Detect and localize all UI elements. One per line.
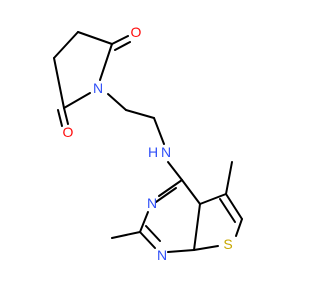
- bond-c4-n3-b: [155, 187, 177, 203]
- bond-c2-n-imide: [99, 43, 113, 81]
- bond-c5-n-imide: [63, 92, 91, 109]
- oxygen-atom-label: O: [131, 24, 142, 40]
- atom-label-layer: O O N N H N N S: [63, 24, 233, 263]
- bond-c2-n1-a: [139, 231, 156, 249]
- bond-layer: [53, 31, 243, 253]
- bond-n-imide-ch2a: [107, 93, 127, 111]
- oxygen-atom-label: O: [63, 124, 74, 140]
- nitrogen-atom-label: N: [93, 80, 103, 96]
- molecule-structure-diagram: O O N N H N N S: [53, 24, 243, 263]
- bond-c2-methyl: [111, 231, 141, 239]
- bond-c4a-c4: [181, 179, 201, 205]
- nitrogen-atom-label: N: [157, 247, 167, 263]
- bond-c5-o2-a: [63, 107, 69, 125]
- hydrogen-atom-label: H: [148, 144, 158, 160]
- bond-c4-c5: [53, 57, 65, 109]
- bond-c2-o1-a: [111, 35, 129, 45]
- bond-c7a-c4a: [193, 203, 201, 251]
- bond-c6-s: [235, 218, 243, 237]
- bond-n-amine-c4: [167, 161, 183, 181]
- bond-ch2b-n-amine: [153, 117, 165, 145]
- bond-n1-c7a: [167, 249, 195, 253]
- bond-s-c7a: [193, 245, 219, 251]
- bond-c2-o1-b: [114, 41, 131, 51]
- sulfur-atom-label: S: [223, 236, 232, 252]
- bond-c5-c6-a: [225, 193, 243, 220]
- bond-c4-n3-a: [158, 179, 183, 197]
- nitrogen-atom-label: N: [147, 195, 157, 211]
- bond-c4a-c5: [199, 193, 227, 205]
- nitrogen-atom-label: N: [161, 144, 171, 160]
- bond-n3-c2: [139, 211, 149, 233]
- bond-c3-c4: [53, 31, 79, 59]
- bond-c5-o2-b: [57, 109, 63, 127]
- bond-c5-methyl: [225, 161, 233, 195]
- bond-c5-c6-b: [219, 198, 236, 223]
- bond-c2-c3: [77, 31, 113, 45]
- bond-ch2a-ch2b: [125, 109, 155, 119]
- bond-c2-n1-b: [145, 225, 161, 242]
